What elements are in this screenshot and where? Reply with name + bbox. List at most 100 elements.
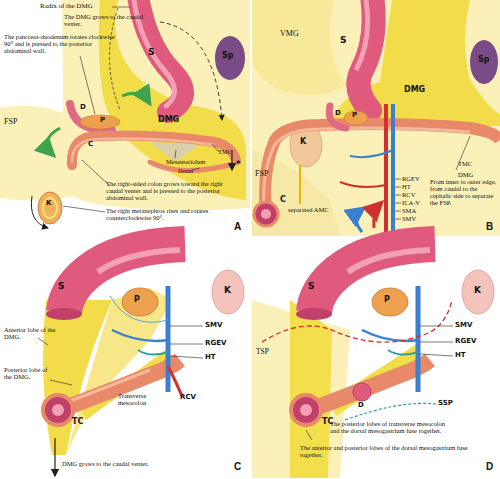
illustration-shape <box>192 168 200 170</box>
illustration-shape <box>122 288 158 316</box>
part-label: S <box>340 36 346 46</box>
illustration-shape <box>252 0 346 95</box>
illustration-shape <box>388 350 418 355</box>
illustration-shape <box>72 136 236 165</box>
annotation-text: Posterior lobe of the DMG. <box>4 366 56 380</box>
illustration-shape <box>356 0 368 70</box>
part-label: C <box>280 196 286 205</box>
illustration-shape <box>384 104 388 238</box>
illustration-shape <box>254 202 278 226</box>
illustration-shape <box>299 165 301 204</box>
part-label: DMG <box>158 116 179 125</box>
part-label: RGEV <box>205 340 226 348</box>
annotation-text: RGEV <box>402 175 420 182</box>
illustration-shape <box>470 40 498 84</box>
illustration-shape <box>160 22 222 120</box>
part-label: D <box>335 110 341 118</box>
part-label: SSP <box>438 400 453 408</box>
part-label: D <box>358 402 364 410</box>
part-label: Sp <box>478 56 490 65</box>
illustration-shape <box>38 192 62 224</box>
illustration-shape <box>170 326 203 327</box>
illustration-shape <box>310 360 430 410</box>
illustration-shape <box>43 198 57 218</box>
illustration-shape <box>122 93 150 104</box>
panel-letter: A <box>234 222 241 233</box>
illustration-shape <box>395 203 401 204</box>
illustration-shape <box>60 360 180 410</box>
illustration-shape <box>52 404 64 416</box>
illustration-shape <box>50 380 72 385</box>
part-label: P <box>100 117 105 125</box>
illustration-shape <box>99 0 246 200</box>
part-label: K <box>474 286 481 296</box>
illustration-shape <box>395 195 401 196</box>
illustration-shape <box>0 244 250 479</box>
illustration-shape <box>170 344 203 345</box>
illustration-shape <box>112 7 130 8</box>
illustration-shape <box>265 124 500 212</box>
illustration-shape <box>168 366 182 396</box>
illustration-shape <box>420 326 453 327</box>
illustration-shape <box>47 128 60 156</box>
annotation-text: TMC <box>458 160 472 167</box>
annotation-text: Transverse mesocolon <box>118 392 174 406</box>
illustration-shape <box>82 160 110 186</box>
part-label: HT <box>205 354 216 362</box>
annotation-text: DMG <box>458 171 473 178</box>
illustration-shape <box>63 206 105 212</box>
panel-letter: B <box>486 222 493 233</box>
illustration-shape <box>374 202 382 228</box>
part-label: RCV <box>180 394 196 402</box>
illustration-shape <box>395 179 401 180</box>
part-label: SMV <box>205 322 222 330</box>
illustration-shape <box>462 270 494 314</box>
part-label: S <box>58 282 64 292</box>
illustration-shape <box>291 395 321 425</box>
illustration-shape <box>112 330 168 341</box>
illustration-shape <box>38 338 48 345</box>
annotation-text: FSP <box>255 170 268 179</box>
illustration-shape <box>212 270 244 314</box>
illustration-shape <box>372 288 408 316</box>
illustration-shape <box>353 383 371 401</box>
part-label: DMG <box>404 86 425 95</box>
illustration-shape <box>54 438 55 476</box>
illustration-shape <box>350 150 393 157</box>
part-label: C <box>88 141 93 149</box>
annotation-text: SMA <box>402 207 416 214</box>
part-label: HT <box>455 352 466 360</box>
illustration-shape <box>215 36 245 80</box>
part-label: SMV <box>455 322 472 330</box>
annotation-text: RCV <box>402 191 415 198</box>
annotation-text: The anterior and posterior lobes of the … <box>300 444 472 458</box>
illustration-shape <box>138 350 168 355</box>
illustration-shape <box>98 250 180 272</box>
panel-c-art <box>0 244 250 479</box>
illustration-shape <box>46 308 82 320</box>
illustration-shape <box>261 209 271 219</box>
annotation-text: HT <box>402 183 411 190</box>
annotation-text: TSP <box>256 348 269 356</box>
part-label: P <box>384 296 390 305</box>
part-label: K <box>300 138 306 147</box>
illustration-shape <box>170 356 203 358</box>
illustration-shape <box>344 111 368 125</box>
illustration-shape <box>395 219 401 220</box>
annotation-text: Mesenteriolum <box>166 158 205 165</box>
annotation-text: VMG <box>280 30 299 39</box>
illustration-shape <box>110 296 168 322</box>
illustration-shape <box>306 430 312 440</box>
part-label: S <box>308 282 314 292</box>
panel-b-art <box>252 0 500 238</box>
illustration-shape <box>395 187 401 188</box>
annotation-text: The DMG grows to the caudal venter. <box>64 13 144 27</box>
annotation-text: The right metanephros rises and rotates … <box>106 207 226 221</box>
annotation-text: FSP <box>4 118 17 127</box>
illustration-shape <box>420 354 453 356</box>
illustration-shape <box>340 182 386 187</box>
annotation-text: separated AMC <box>288 206 329 213</box>
annotation-text: SMV <box>402 215 416 222</box>
